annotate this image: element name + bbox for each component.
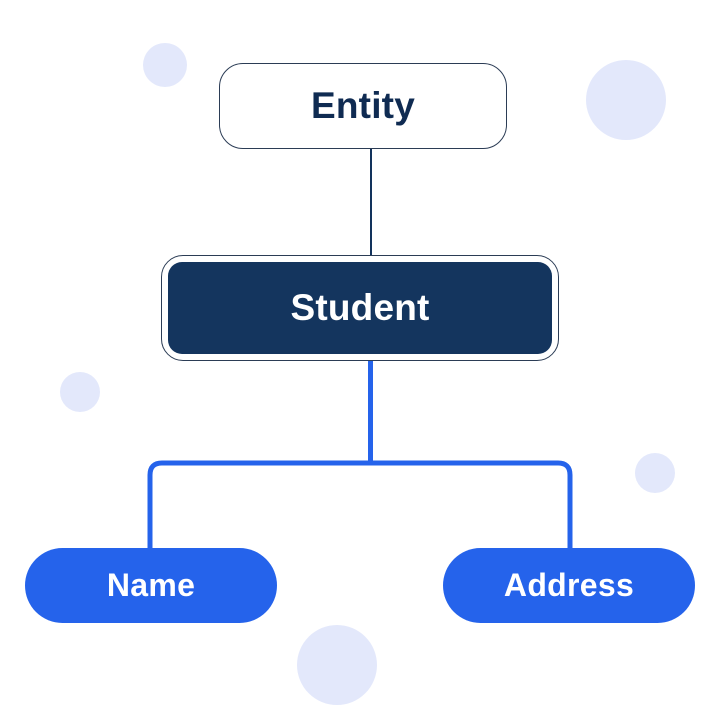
decorative-circle-top-left	[143, 43, 187, 87]
node-entity[interactable]: Entity	[219, 63, 507, 149]
edge-entity-to-student	[370, 147, 372, 258]
decorative-circle-mid-right	[635, 453, 675, 493]
decorative-circle-bottom-mid	[297, 625, 377, 705]
decorative-circle-top-right	[586, 60, 666, 140]
edge-student-to-split	[368, 359, 373, 465]
decorative-circle-mid-left	[60, 372, 100, 412]
node-entity-label: Entity	[311, 85, 415, 126]
edge-split-bar	[147, 460, 573, 560]
node-address[interactable]: Address	[443, 548, 695, 623]
node-name-label: Name	[106, 567, 196, 603]
node-student-label: Student	[290, 287, 430, 328]
node-address-label: Address	[503, 567, 635, 603]
node-student-inner-box: Student	[168, 262, 552, 354]
node-student[interactable]: Student	[161, 255, 559, 361]
node-name[interactable]: Name	[25, 548, 277, 623]
